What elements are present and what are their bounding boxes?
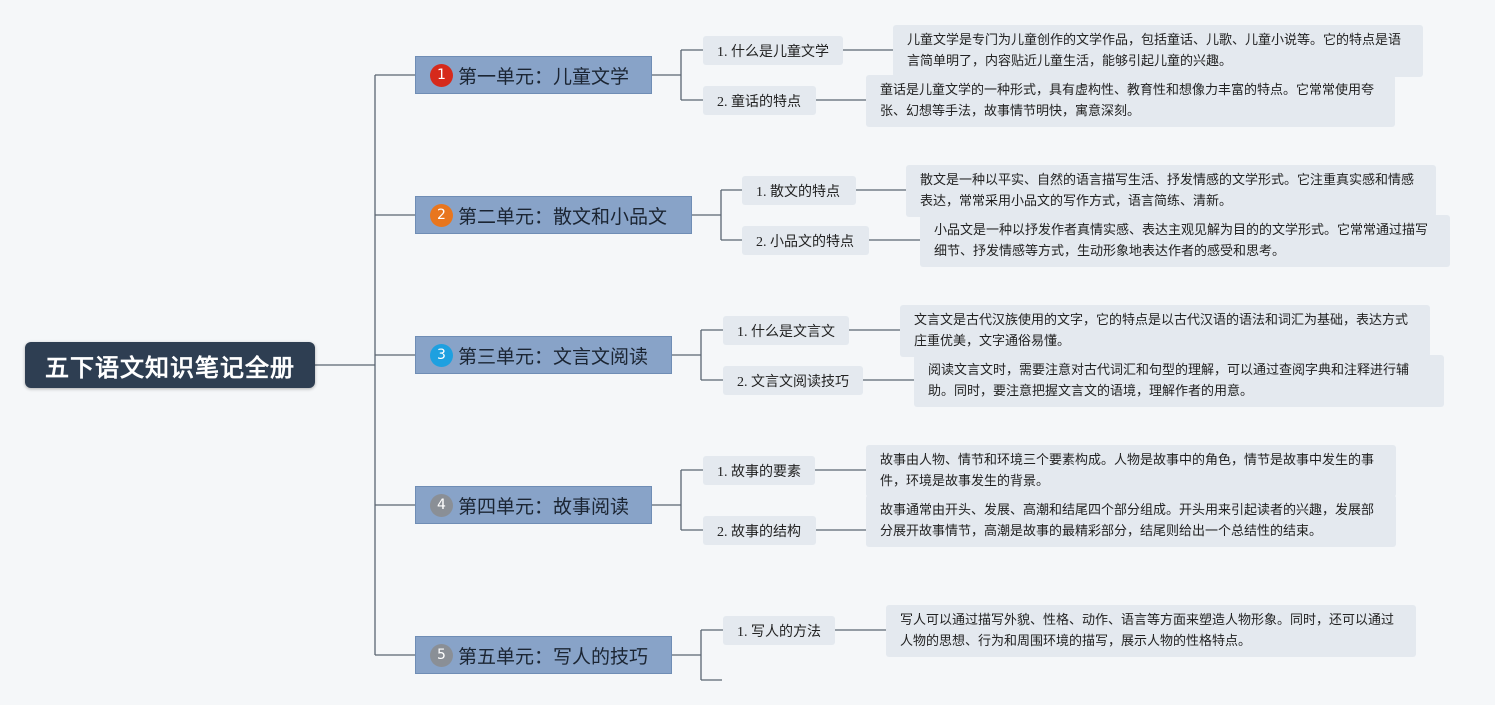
unit-5-node[interactable]: 5 第五单元：写人的技巧 xyxy=(415,636,672,674)
unit-1-badge: 1 xyxy=(430,63,453,87)
unit-3-topic-1-desc[interactable]: 文言文是古代汉族使用的文字，它的特点是以古代汉语的语法和词汇为基础，表达方式庄重… xyxy=(900,305,1430,357)
unit-5-topic-1-desc[interactable]: 写人可以通过描写外貌、性格、动作、语言等方面来塑造人物形象。同时，还可以通过人物… xyxy=(886,605,1416,657)
root-title[interactable]: 五下语文知识笔记全册 xyxy=(25,342,315,388)
unit-2-topic-1[interactable]: 1. 散文的特点 xyxy=(742,176,856,205)
unit-4-topic-2[interactable]: 2. 故事的结构 xyxy=(703,516,816,545)
unit-5-title: 第五单元：写人的技巧 xyxy=(458,645,649,668)
unit-2-node[interactable]: 2 第二单元：散文和小品文 xyxy=(415,196,692,234)
unit-1-topic-2[interactable]: 2. 童话的特点 xyxy=(703,86,816,115)
unit-1-topic-1-desc[interactable]: 儿童文学是专门为儿童创作的文学作品，包括童话、儿歌、儿童小说等。它的特点是语言简… xyxy=(893,25,1423,77)
unit-4-topic-2-desc[interactable]: 故事通常由开头、发展、高潮和结尾四个部分组成。开头用来引起读者的兴趣，发展部分展… xyxy=(866,495,1396,547)
unit-1-topic-1[interactable]: 1. 什么是儿童文学 xyxy=(703,36,843,65)
unit-3-node[interactable]: 3 第三单元：文言文阅读 xyxy=(415,336,672,374)
unit-1-node[interactable]: 1 第一单元：儿童文学 xyxy=(415,56,652,94)
unit-2-title: 第二单元：散文和小品文 xyxy=(458,205,668,228)
unit-3-topic-2-desc[interactable]: 阅读文言文时，需要注意对古代词汇和句型的理解，可以通过查阅字典和注释进行辅助。同… xyxy=(914,355,1444,407)
unit-1-topic-2-desc[interactable]: 童话是儿童文学的一种形式，具有虚构性、教育性和想像力丰富的特点。它常常使用夸张、… xyxy=(866,75,1395,127)
unit-1-title: 第一单元：儿童文学 xyxy=(458,65,630,88)
unit-4-node[interactable]: 4 第四单元：故事阅读 xyxy=(415,486,652,524)
unit-3-topic-1[interactable]: 1. 什么是文言文 xyxy=(723,316,849,345)
unit-3-badge: 3 xyxy=(430,343,453,367)
unit-2-topic-2[interactable]: 2. 小品文的特点 xyxy=(742,226,869,255)
unit-4-badge: 4 xyxy=(430,493,453,517)
unit-2-badge: 2 xyxy=(430,203,453,227)
unit-4-topic-1-desc[interactable]: 故事由人物、情节和环境三个要素构成。人物是故事中的角色，情节是故事中发生的事件，… xyxy=(866,445,1396,497)
unit-4-topic-1[interactable]: 1. 故事的要素 xyxy=(703,456,815,485)
unit-2-topic-2-desc[interactable]: 小品文是一种以抒发作者真情实感、表达主观见解为目的的文学形式。它常常通过描写细节… xyxy=(920,215,1450,267)
unit-2-topic-1-desc[interactable]: 散文是一种以平实、自然的语言描写生活、抒发情感的文学形式。它注重真实感和情感表达… xyxy=(906,165,1436,217)
unit-5-badge: 5 xyxy=(430,643,453,667)
unit-3-topic-2[interactable]: 2. 文言文阅读技巧 xyxy=(723,366,863,395)
unit-3-title: 第三单元：文言文阅读 xyxy=(458,345,649,368)
unit-5-topic-1[interactable]: 1. 写人的方法 xyxy=(723,616,835,645)
unit-4-title: 第四单元：故事阅读 xyxy=(458,495,630,518)
